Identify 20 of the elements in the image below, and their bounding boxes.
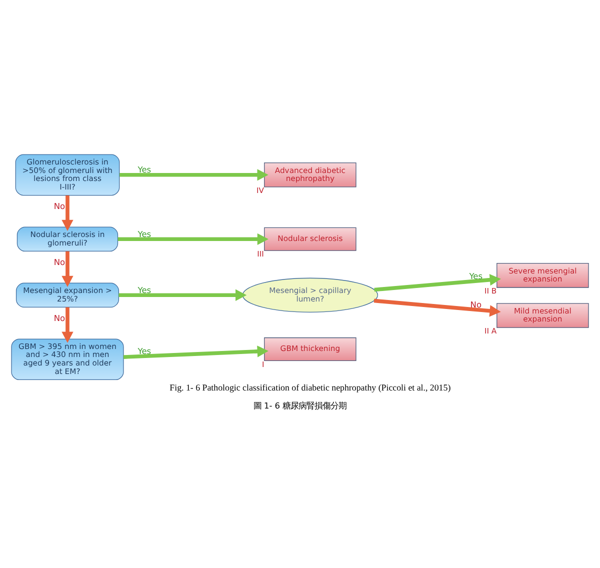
arrow (123, 346, 268, 359)
caption: 圖 1- 6 糖尿病腎損傷分期 (253, 400, 347, 411)
edge-label: Yes (138, 164, 152, 175)
label: Fig. 1- 6 Pathologic classification of diabetic nephropathy (Piccoli et al., 2015) (170, 382, 451, 392)
edge-label: Yes (469, 270, 483, 281)
edge-label: No (470, 299, 482, 310)
arrow (62, 307, 74, 343)
arrow (62, 251, 74, 287)
edge-label: No (54, 201, 66, 212)
arrow (118, 233, 268, 245)
arrow (374, 274, 501, 292)
edge-label: No (54, 312, 66, 323)
arrow (118, 289, 247, 301)
arrow (120, 169, 268, 181)
edge-label: Yes (138, 228, 152, 239)
edge-label: No (54, 256, 66, 267)
edge-label: Yes (138, 284, 152, 295)
arrow (62, 195, 74, 231)
arrow (374, 298, 501, 317)
edge-label: Yes (138, 346, 152, 356)
